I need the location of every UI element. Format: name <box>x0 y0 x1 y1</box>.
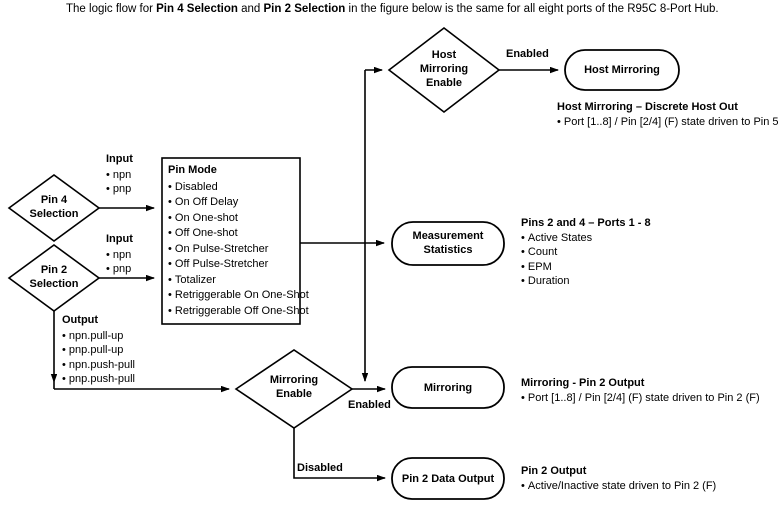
input-note-pin2-list: npn pnp <box>106 248 133 277</box>
input-note-pin4-title: Input <box>106 153 133 165</box>
annotation-item: EPM <box>521 260 651 275</box>
input-note-item: npn <box>106 168 133 183</box>
annotation-mirroring-list: Port [1..8] / Pin [2/4] (F) state driven… <box>521 391 760 406</box>
annotation-item: Active States <box>521 231 651 246</box>
edge-mirroring-disabled <box>293 428 386 482</box>
pin-mode-item: Retriggerable On One-Shot <box>168 288 309 304</box>
measurement-statistics-shape[interactable] <box>391 221 505 266</box>
annotation-item: Duration <box>521 274 651 289</box>
pin-mode-item: Off One-shot <box>168 226 300 242</box>
pin2-selection-shape[interactable] <box>7 244 101 312</box>
caption-suffix: in the figure below is the same for all … <box>345 3 719 15</box>
output-note-list: npn.pull-up pnp.pull-up npn.push-pull pn… <box>62 329 135 387</box>
annotation-host-mirroring-title: Host Mirroring – Discrete Host Out <box>557 101 738 113</box>
annotation-item: Count <box>521 245 651 260</box>
output-note-item: pnp.pull-up <box>62 343 135 358</box>
input-note-item: npn <box>106 248 133 263</box>
caption-bold-pin2: Pin 2 Selection <box>263 3 346 15</box>
mirroring-enable-shape[interactable] <box>234 349 354 429</box>
pin-mode-item: Totalizer <box>168 273 300 289</box>
annotation-host-mirroring-list: Port [1..8] / Pin [2/4] (F) state driven… <box>557 115 778 130</box>
edge-label-mirroring-disabled: Disabled <box>297 462 343 474</box>
figure-caption: The logic flow for Pin 4 Selection and P… <box>66 2 766 17</box>
output-note-item: pnp.push-pull <box>62 372 135 387</box>
pin-mode-item: Disabled <box>168 180 300 196</box>
annotation-item: Port [1..8] / Pin [2/4] (F) state driven… <box>557 115 778 130</box>
pin2-data-output-shape[interactable] <box>391 457 505 500</box>
pin-mode-item: On Pulse-Stretcher <box>168 242 300 258</box>
input-note-pin4-list: npn pnp <box>106 168 133 197</box>
annotation-measurement-title: Pins 2 and 4 – Ports 1 - 8 <box>521 217 651 229</box>
annotation-mirroring-title: Mirroring - Pin 2 Output <box>521 377 645 389</box>
input-note-pin2-title: Input <box>106 233 133 245</box>
pin-mode-title: Pin Mode <box>168 164 217 176</box>
host-mirroring-enable-shape[interactable] <box>387 26 501 114</box>
annotation-measurement-statistics: Pins 2 and 4 – Ports 1 - 8 Active States… <box>521 216 651 289</box>
mirroring-shape[interactable] <box>391 366 505 409</box>
output-note-title: Output <box>62 314 99 326</box>
annotation-measurement-list: Active States Count EPM Duration <box>521 231 651 289</box>
host-mirroring-shape[interactable] <box>564 49 680 91</box>
output-note-item: npn.push-pull <box>62 358 135 373</box>
annotation-pin2-output: Pin 2 Output Active/Inactive state drive… <box>521 464 716 493</box>
pin-mode-item: On One-shot <box>168 211 300 227</box>
pin-mode-item: On Off Delay <box>168 195 300 211</box>
output-note-pin2: Output npn.pull-up pnp.pull-up npn.push-… <box>62 313 135 387</box>
pin-mode-list: Disabled On Off Delay On One-shot Off On… <box>168 180 309 320</box>
pin-mode-item: Retriggerable Off One-Shot <box>168 304 309 320</box>
input-note-item: pnp <box>106 182 133 197</box>
caption-bold-pin4: Pin 4 Selection <box>156 3 238 15</box>
annotation-item: Port [1..8] / Pin [2/4] (F) state driven… <box>521 391 760 406</box>
annotation-mirroring: Mirroring - Pin 2 Output Port [1..8] / P… <box>521 376 760 405</box>
input-note-pin4: Input npn pnp <box>106 152 133 197</box>
pin4-selection-shape[interactable] <box>7 174 101 242</box>
pin-mode-box: Pin Mode Disabled On Off Delay On One-sh… <box>162 158 309 324</box>
annotation-host-mirroring: Host Mirroring – Discrete Host Out Port … <box>557 100 778 129</box>
annotation-pin2-output-title: Pin 2 Output <box>521 465 587 477</box>
edge-label-host-mirroring-enabled: Enabled <box>506 48 549 60</box>
caption-mid: and <box>237 3 264 15</box>
pin-mode-item: Off Pulse-Stretcher <box>168 257 300 273</box>
annotation-pin2-output-list: Active/Inactive state driven to Pin 2 (F… <box>521 479 716 494</box>
caption-prefix: The logic flow for <box>66 3 157 15</box>
output-note-item: npn.pull-up <box>62 329 135 344</box>
input-note-item: pnp <box>106 262 133 277</box>
annotation-item: Active/Inactive state driven to Pin 2 (F… <box>521 479 716 494</box>
input-note-pin2: Input npn pnp <box>106 232 133 277</box>
edge-label-mirroring-enabled: Enabled <box>348 399 391 411</box>
